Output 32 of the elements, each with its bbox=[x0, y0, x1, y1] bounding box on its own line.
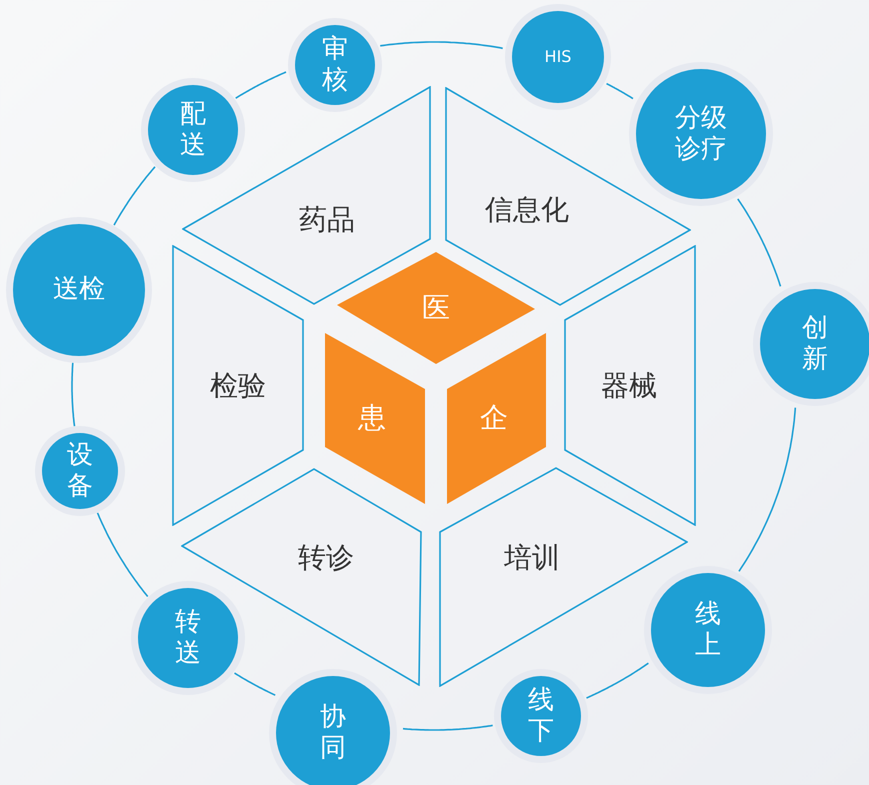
segment-label: 医 bbox=[422, 294, 450, 322]
circle-label: 送检 bbox=[52, 274, 106, 306]
hexagon-segment bbox=[439, 467, 688, 687]
circle-label: 线上 bbox=[694, 598, 722, 662]
circle-label: 转送 bbox=[174, 606, 202, 670]
circle-label: 协同 bbox=[319, 702, 347, 764]
ring-arc bbox=[606, 82, 634, 100]
cube-face bbox=[446, 332, 547, 505]
hexagon-segment bbox=[564, 245, 696, 526]
ring-arc bbox=[71, 362, 76, 426]
segment-label: 培训 bbox=[504, 544, 560, 572]
circle-label: 分级诊疗 bbox=[674, 102, 728, 166]
ring-arc bbox=[737, 198, 782, 287]
ring-arc bbox=[234, 672, 276, 696]
circle-label: 审核 bbox=[321, 34, 349, 96]
segment-label: 器械 bbox=[601, 372, 657, 400]
ring-arc bbox=[738, 408, 796, 572]
segment-label: 企 bbox=[480, 404, 508, 432]
cube-face bbox=[336, 251, 536, 365]
segment-label: 检验 bbox=[210, 372, 266, 400]
cube-face bbox=[324, 332, 426, 505]
segment-label: 转诊 bbox=[298, 544, 354, 572]
hexagon-segment bbox=[172, 245, 304, 526]
circle-label: 配送 bbox=[179, 98, 207, 162]
circle-label: 设备 bbox=[66, 440, 94, 502]
circle-label: 线下 bbox=[527, 684, 555, 748]
segment-label: 患 bbox=[358, 404, 386, 432]
circle-label: 创新 bbox=[801, 312, 829, 376]
segment-label: 信息化 bbox=[485, 196, 569, 224]
segment-label: 药品 bbox=[299, 206, 355, 234]
ring-arc bbox=[96, 512, 148, 597]
circle-label: HIS bbox=[544, 47, 572, 67]
